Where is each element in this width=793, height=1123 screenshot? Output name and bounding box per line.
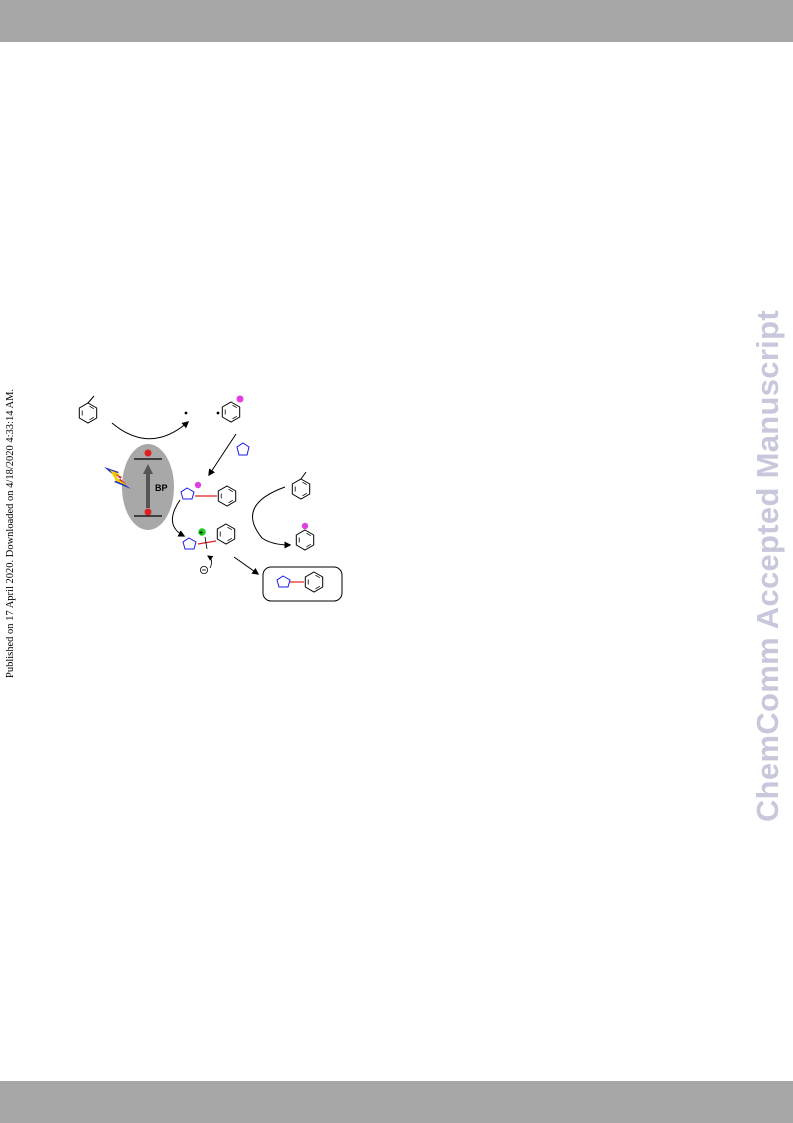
cation-intermediate: + <box>182 523 236 550</box>
light-bolt-icon <box>104 467 131 489</box>
photocatalyst-bp: BP <box>122 444 174 530</box>
aryl-halide-start <box>78 395 98 424</box>
product-arrow <box>233 556 260 575</box>
excited-electron <box>144 449 152 457</box>
aryl-radical <box>221 395 244 423</box>
footer-bar <box>0 1081 793 1123</box>
ground-electron <box>144 508 152 516</box>
header-bar <box>0 0 793 42</box>
halide-dot <box>216 411 220 415</box>
chain-aryl-halide <box>291 471 311 500</box>
chain-aryl-radical <box>295 522 315 551</box>
addition-arrow <box>208 433 237 477</box>
base-anion <box>199 555 214 575</box>
radical-adduct <box>180 481 237 507</box>
oxidation-arrow <box>172 499 186 537</box>
reduction-arrow <box>111 421 190 440</box>
plus-icon: + <box>199 530 203 537</box>
catalyst-label: BP <box>155 483 168 493</box>
heteroarene <box>236 442 250 456</box>
product-box <box>262 566 343 602</box>
chain-propagation-arrow <box>252 486 292 549</box>
radical-dot <box>184 411 188 415</box>
